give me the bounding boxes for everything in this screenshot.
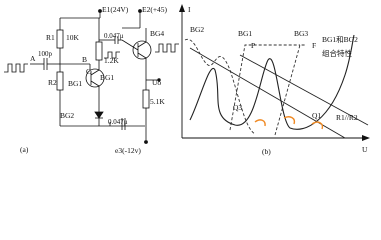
marker-q1-icon	[311, 121, 324, 130]
bg1-graph-label: BG1	[238, 29, 252, 38]
cap2-label: 0.047μ	[108, 118, 128, 126]
marker-mid-icon	[283, 116, 296, 125]
r1-value-label: 10K	[66, 33, 80, 42]
bg2-graph-label: BG2	[190, 25, 204, 34]
x-axis-label: U	[362, 145, 368, 154]
bg1-side-label: BG1	[68, 79, 82, 88]
bg2-curve	[184, 38, 256, 135]
caption-b: (b)	[262, 147, 271, 156]
cap1-label: 0.047μ	[104, 32, 124, 40]
bg1-label: BG1	[100, 73, 114, 82]
e1-label: E1(24V)	[102, 5, 129, 14]
bg3-graph-label: BG3	[294, 29, 308, 38]
input-cap-label: 100p	[38, 50, 53, 58]
caption-a: (a)	[20, 145, 29, 154]
combined-label-2: 组合特性	[322, 48, 352, 58]
bg2-label: BG2	[60, 111, 74, 120]
input-label: A	[30, 54, 36, 63]
figure-canvas: E1(24V) E2(+45) 0.047μ R1 10K 1.2K B C B…	[4, 4, 370, 156]
circuit-diagram	[30, 9, 161, 144]
bg4-transistor	[132, 40, 152, 60]
bg3-curve	[274, 44, 305, 136]
load-line-2	[239, 54, 369, 126]
output-waveform	[155, 43, 179, 53]
r4-resistor	[142, 89, 150, 109]
characteristic-graph	[179, 4, 370, 141]
bg4-label: BG4	[150, 29, 164, 38]
node-c-label: C	[86, 67, 91, 76]
point-f-label: F	[312, 41, 316, 50]
r4-value-label: 5.1K	[150, 97, 165, 106]
bg1-transistor	[85, 68, 105, 88]
r2-label: R2	[48, 78, 57, 87]
load-label: R1//R2	[336, 113, 358, 122]
r1-label: R1	[46, 33, 55, 42]
q1-label: Q1	[312, 111, 321, 120]
combined-curve	[189, 34, 355, 130]
y-axis-arrow-icon	[179, 4, 185, 12]
r3-resistor	[95, 41, 103, 61]
y-axis-label: I	[188, 5, 191, 14]
e2-label: E2(+45)	[142, 5, 168, 14]
r1-resistor	[56, 29, 64, 49]
collector-waveform	[104, 51, 120, 59]
q3-label: Q3	[233, 103, 242, 112]
point-p-label: P	[251, 41, 255, 50]
marker-q3-icon	[254, 119, 266, 127]
node-b-label: B	[82, 55, 87, 64]
output-label: Uo	[152, 78, 161, 87]
bg1-curve	[229, 44, 300, 131]
r3-value-label: 1.2K	[104, 56, 119, 65]
combined-label: BG1和BG2	[322, 35, 358, 44]
r2-resistor	[56, 71, 64, 91]
e3-label: e3(-12v)	[115, 146, 141, 155]
x-axis-arrow-icon	[362, 135, 370, 141]
input-waveform	[4, 63, 28, 73]
